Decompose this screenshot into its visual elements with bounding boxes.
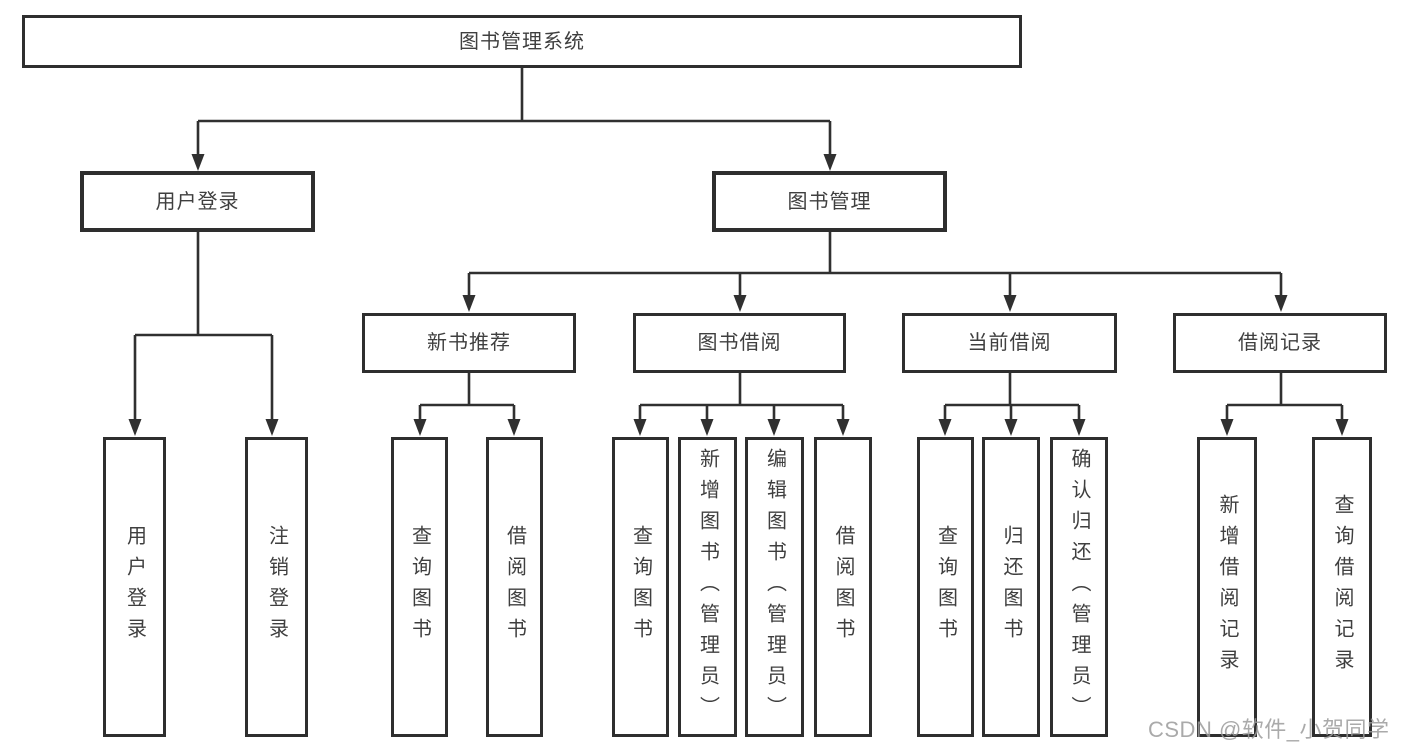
node-leaf-query-borrow-record: 查询借阅记录: [1312, 437, 1372, 737]
node-label: 借阅图书: [503, 525, 526, 649]
node-user-login: 用户登录: [80, 171, 315, 232]
node-label: 查询图书: [934, 525, 957, 649]
node-leaf-confirm-return-admin: 确认归还（管理员）: [1050, 437, 1108, 737]
node-leaf-edit-book-admin: 编辑图书（管理员）: [745, 437, 804, 737]
node-book-borrowing: 图书借阅: [633, 313, 846, 373]
node-borrowing-records: 借阅记录: [1173, 313, 1387, 373]
node-leaf-logout: 注销登录: [245, 437, 308, 737]
node-label: 图书借阅: [697, 332, 782, 354]
node-label: 当前借阅: [967, 332, 1052, 354]
node-label: 新增借阅记录: [1216, 494, 1238, 680]
node-leaf-borrow-books-1: 借阅图书: [486, 437, 543, 737]
node-leaf-query-books-1: 查询图书: [391, 437, 448, 737]
node-new-book-recommendation: 新书推荐: [362, 313, 576, 373]
node-leaf-add-book-admin: 新增图书（管理员）: [678, 437, 737, 737]
node-book-management: 图书管理: [712, 171, 947, 232]
node-leaf-query-books-3: 查询图书: [917, 437, 974, 737]
node-label: 用户登录: [155, 190, 240, 213]
node-leaf-add-borrow-record: 新增借阅记录: [1197, 437, 1257, 737]
node-label: 查询图书: [408, 525, 431, 649]
node-label: 新增图书（管理员）: [696, 447, 719, 727]
node-label: 查询图书: [629, 525, 652, 649]
node-label: 编辑图书（管理员）: [763, 447, 786, 727]
node-label: 确认归还（管理员）: [1068, 447, 1090, 727]
node-label: 用户登录: [123, 525, 146, 649]
node-label: 借阅记录: [1238, 332, 1322, 354]
node-label: 注销登录: [265, 525, 288, 649]
node-leaf-return-books: 归还图书: [982, 437, 1040, 737]
node-label: 借阅图书: [832, 525, 854, 649]
node-leaf-query-books-2: 查询图书: [612, 437, 669, 737]
node-label: 新书推荐: [427, 332, 511, 354]
node-leaf-borrow-books-2: 借阅图书: [814, 437, 872, 737]
node-leaf-user-login: 用户登录: [103, 437, 166, 737]
node-label: 图书管理: [787, 190, 872, 213]
watermark: CSDN @软件_小贺同学: [1148, 717, 1390, 742]
node-label: 查询借阅记录: [1331, 494, 1353, 680]
node-library-management-system: 图书管理系统: [22, 15, 1022, 68]
node-current-borrowing: 当前借阅: [902, 313, 1117, 373]
node-label: 图书管理系统: [459, 30, 585, 53]
node-label: 归还图书: [1000, 525, 1022, 649]
